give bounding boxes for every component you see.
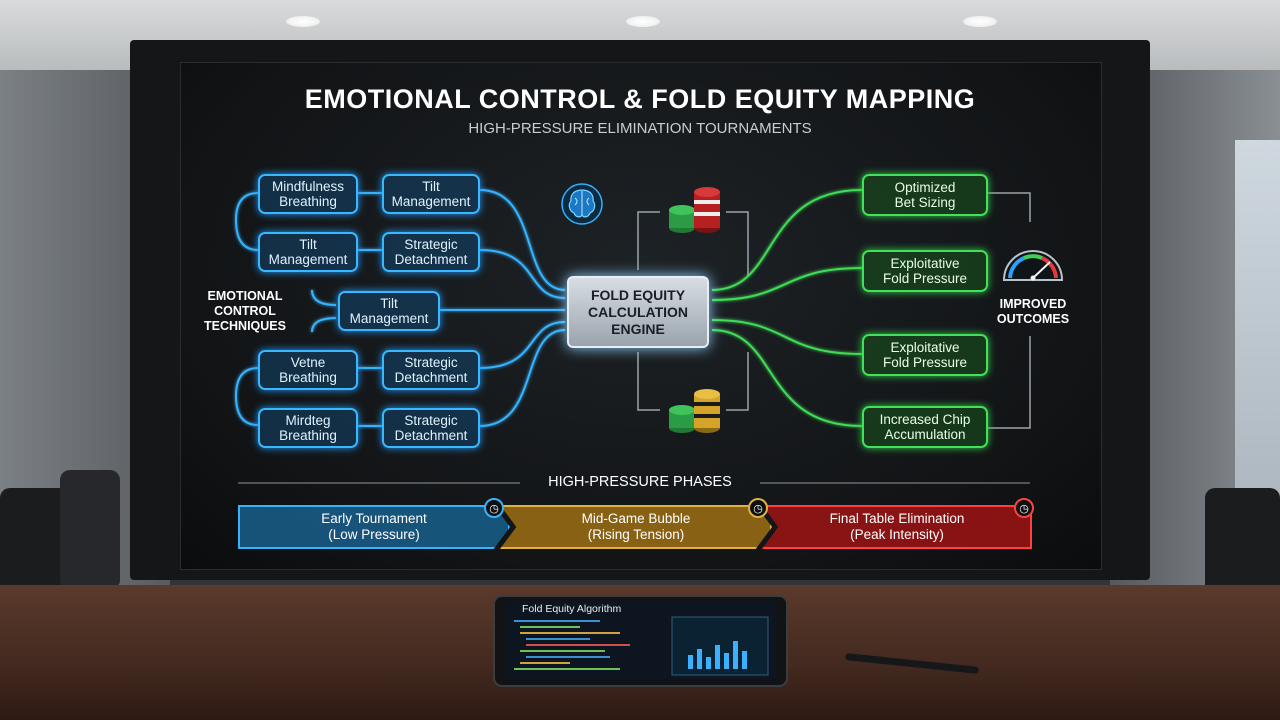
technique-box: Tilt Management	[338, 291, 440, 331]
diagram-subtitle: HIGH-PRESSURE ELIMINATION TOURNAMENTS	[468, 120, 812, 137]
phase-early: Early Tournament (Low Pressure)	[238, 505, 510, 549]
clock-icon: ◷	[1014, 498, 1034, 518]
left-section-label: EMOTIONAL CONTROL TECHNIQUES	[204, 289, 286, 333]
diagram-title: EMOTIONAL CONTROL & FOLD EQUITY MAPPING	[304, 84, 976, 114]
outcome-box: Increased Chip Accumulation	[862, 406, 988, 448]
tablet-title: Fold Equity Algorithm	[522, 603, 622, 615]
tablet-code-panel	[514, 616, 769, 676]
phase-final: Final Table Elimination (Peak Intensity)	[762, 505, 1032, 549]
technique-box: Strategic Detachment	[382, 408, 480, 448]
technique-box: Strategic Detachment	[382, 350, 480, 390]
technique-box: Mirdteg Breathing	[258, 408, 358, 448]
phases-title: HIGH-PRESSURE PHASES	[548, 474, 732, 490]
poker-chips-icon	[669, 187, 720, 233]
clock-icon: ◷	[748, 498, 768, 518]
right-section-label: IMPROVED OUTCOMES	[996, 297, 1070, 326]
outcome-box: Exploitative Fold Pressure	[862, 250, 988, 292]
technique-box: Tilt Management	[382, 174, 480, 214]
ceiling-light	[963, 16, 997, 27]
poker-chips-icon	[669, 389, 720, 433]
gauge-icon	[1002, 250, 1064, 281]
ceiling-light	[286, 16, 320, 27]
technique-box: Vetne Breathing	[258, 350, 358, 390]
engine-label: FOLD EQUITY CALCULATION ENGINE	[587, 286, 689, 337]
ceiling-light	[626, 16, 660, 27]
outcome-box: Optimized Bet Sizing	[862, 174, 988, 216]
window	[1235, 140, 1280, 540]
technique-box: Strategic Detachment	[382, 232, 480, 272]
technique-box: Tilt Management	[258, 232, 358, 272]
chair	[60, 470, 120, 590]
brain-icon	[561, 183, 603, 225]
outcome-box: Exploitative Fold Pressure	[862, 334, 988, 376]
technique-box: Mindfulness Breathing	[258, 174, 358, 214]
clock-icon: ◷	[484, 498, 504, 518]
fold-equity-engine: FOLD EQUITY CALCULATION ENGINE	[567, 276, 709, 348]
phase-mid: Mid-Game Bubble (Rising Tension)	[500, 505, 772, 549]
